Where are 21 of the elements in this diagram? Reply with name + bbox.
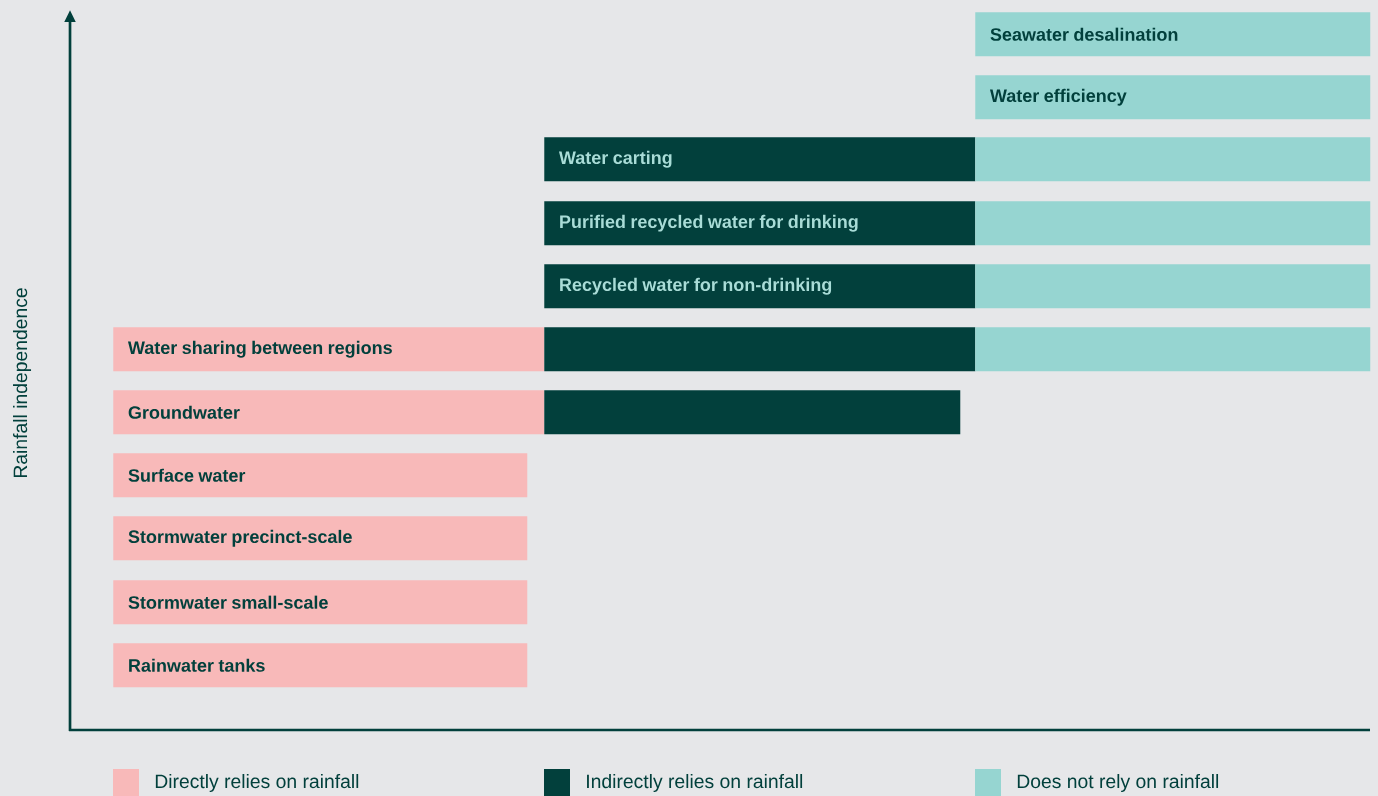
axis-title: Rainfall independence (13, 288, 32, 478)
bar-label-box: Stormwater precinct-scale (113, 516, 528, 561)
legend-label: Indirectly relies on rainfall (587, 774, 803, 792)
bar-label-box: Recycled water for non-drinking (544, 264, 976, 309)
bar (975, 264, 1371, 309)
bar-label-box: Surface water (113, 453, 528, 498)
bar (544, 327, 976, 372)
legend-label: Directly relies on rainfall (155, 774, 359, 792)
bar-label-box: Purified recycled water for drinking (544, 201, 976, 246)
bar-label-box: Water sharing between regions (113, 327, 545, 372)
bar-label-box: Rainwater tanks (113, 643, 528, 688)
bar-label-box: Water efficiency (975, 75, 1371, 120)
bar (975, 327, 1371, 372)
bar (975, 137, 1371, 182)
bar (544, 390, 961, 435)
bar-label-box: Water carting (544, 137, 976, 182)
bar (975, 201, 1371, 246)
bar-label-box: Groundwater (113, 390, 545, 435)
legend-label: Does not rely on rainfall (1017, 774, 1219, 792)
bar-label-box: Stormwater small-scale (113, 580, 528, 625)
bar-label-box: Seawater desalination (975, 12, 1371, 57)
